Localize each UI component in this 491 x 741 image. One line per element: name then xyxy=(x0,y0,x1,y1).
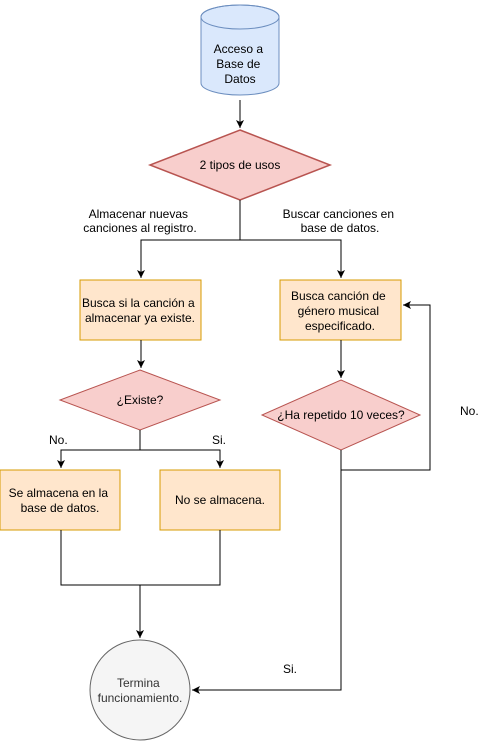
decision-repetido-node: ¿Ha repetido 10 veces? xyxy=(260,379,422,451)
label-si-existe: Si. xyxy=(212,433,226,447)
process-busca-genero-node: Busca canción de género musical especifi… xyxy=(279,279,402,341)
process-no-almacena-label: No se almacena. xyxy=(175,493,265,507)
process-busca-cancion-node: Busca si la canción a almacenar ya exist… xyxy=(79,279,202,341)
connector-split-to-right xyxy=(240,239,345,278)
terminal-node: Termina funcionamiento. xyxy=(89,639,191,741)
decision-usos-node: 2 tipos de usos xyxy=(147,129,333,201)
label-no-existe: No. xyxy=(49,433,68,447)
decision-repetido-label: ¿Ha repetido 10 veces? xyxy=(277,408,405,422)
process-almacena-label: Se almacena en la base de datos. xyxy=(9,486,112,515)
branch-left-label: Almacenar nuevas canciones al registro. xyxy=(83,207,196,235)
connector-existe-si xyxy=(140,449,224,468)
process-busca-genero-label: Busca canción de género musical especifi… xyxy=(291,289,389,333)
process-busca-cancion-shape xyxy=(79,279,202,341)
connector-repetido-si xyxy=(192,470,342,694)
label-no-repetido: No. xyxy=(460,404,479,418)
terminal-label: Termina funcionamiento. xyxy=(98,676,183,705)
database-node: Acceso a Base de Datos xyxy=(200,4,280,96)
decision-usos-label: 2 tipos de usos xyxy=(200,158,281,172)
branch-right-label: Buscar canciones en base de datos. xyxy=(283,207,398,235)
connector-split-to-left xyxy=(137,239,240,278)
database-label: Acceso a Base de Datos xyxy=(214,42,267,86)
process-almacena-shape xyxy=(0,469,121,531)
connector-merge xyxy=(60,530,221,586)
process-busca-genero-shape xyxy=(279,279,402,341)
decision-existe-label: ¿Existe? xyxy=(117,393,164,407)
process-busca-cancion-label: Busca si la canción a almacenar ya exist… xyxy=(82,296,198,325)
label-si-repetido: Si. xyxy=(283,662,297,676)
process-no-almacena-node: No se almacena. xyxy=(159,469,281,531)
process-almacena-node: Se almacena en la base de datos. xyxy=(0,469,121,531)
connector-existe-no xyxy=(57,449,140,468)
decision-existe-node: ¿Existe? xyxy=(58,369,222,431)
terminal-shape xyxy=(89,639,191,741)
connector-repetido-loop xyxy=(340,301,431,471)
database-top-rim xyxy=(200,4,280,30)
